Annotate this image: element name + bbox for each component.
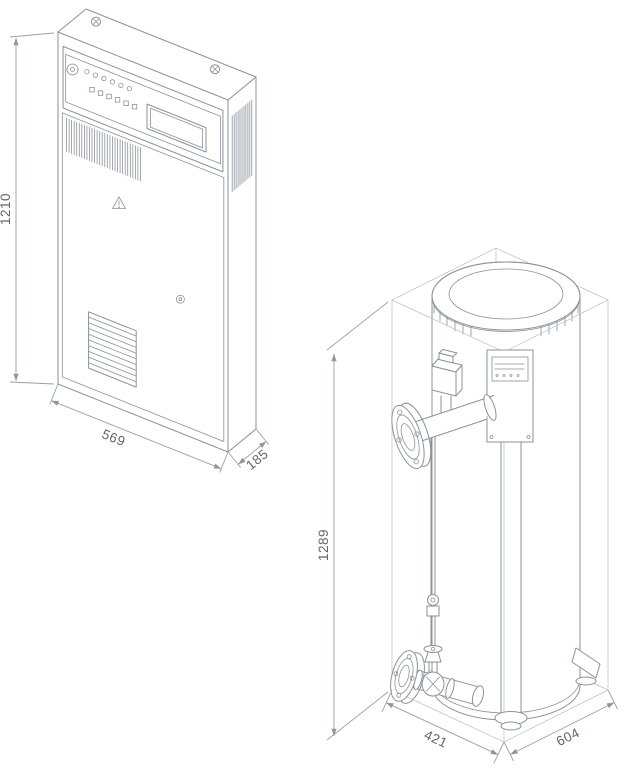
button-row bbox=[89, 87, 138, 110]
inlet-flange bbox=[391, 402, 432, 470]
tank-height-label: 1289 bbox=[316, 529, 331, 561]
cabinet-body bbox=[57, 8, 257, 453]
door-outline bbox=[61, 112, 225, 443]
side-vent-slots bbox=[231, 99, 253, 192]
led-indicators bbox=[84, 69, 132, 92]
mounting-screw bbox=[91, 16, 101, 27]
vessel-body bbox=[431, 261, 581, 721]
door-lock bbox=[175, 294, 185, 304]
tank-height-dimension: 1289 bbox=[316, 301, 389, 741]
rim-ticks bbox=[433, 303, 579, 337]
lcd-display bbox=[146, 103, 207, 153]
drain-valve bbox=[401, 645, 485, 707]
front-vent-slots bbox=[66, 117, 141, 182]
power-knob bbox=[66, 63, 79, 76]
vessel-lid bbox=[448, 268, 564, 320]
louver-grille bbox=[88, 311, 137, 388]
pressure-regulator bbox=[426, 594, 440, 617]
warning-triangle-icon bbox=[111, 196, 127, 209]
cabinet-figure: 1210 569 185 bbox=[0, 8, 271, 473]
cabinet-control-strip bbox=[62, 45, 224, 173]
front-downpipe bbox=[500, 441, 522, 717]
cabinet-height-dimension: 1210 bbox=[0, 32, 55, 385]
tank-width-label: 604 bbox=[554, 725, 582, 749]
cabinet-depth-label: 185 bbox=[243, 446, 271, 473]
cabinet-height-label: 1210 bbox=[0, 193, 13, 225]
junction-box bbox=[431, 349, 463, 414]
outlet-flange bbox=[390, 650, 425, 704]
mounting-screw bbox=[210, 64, 220, 75]
tank-figure: 1289 421 604 bbox=[316, 247, 618, 764]
inlet-pipe bbox=[407, 394, 497, 446]
support-foot-right bbox=[571, 647, 601, 686]
support-foot-center bbox=[494, 711, 528, 731]
drain-line bbox=[426, 437, 440, 647]
